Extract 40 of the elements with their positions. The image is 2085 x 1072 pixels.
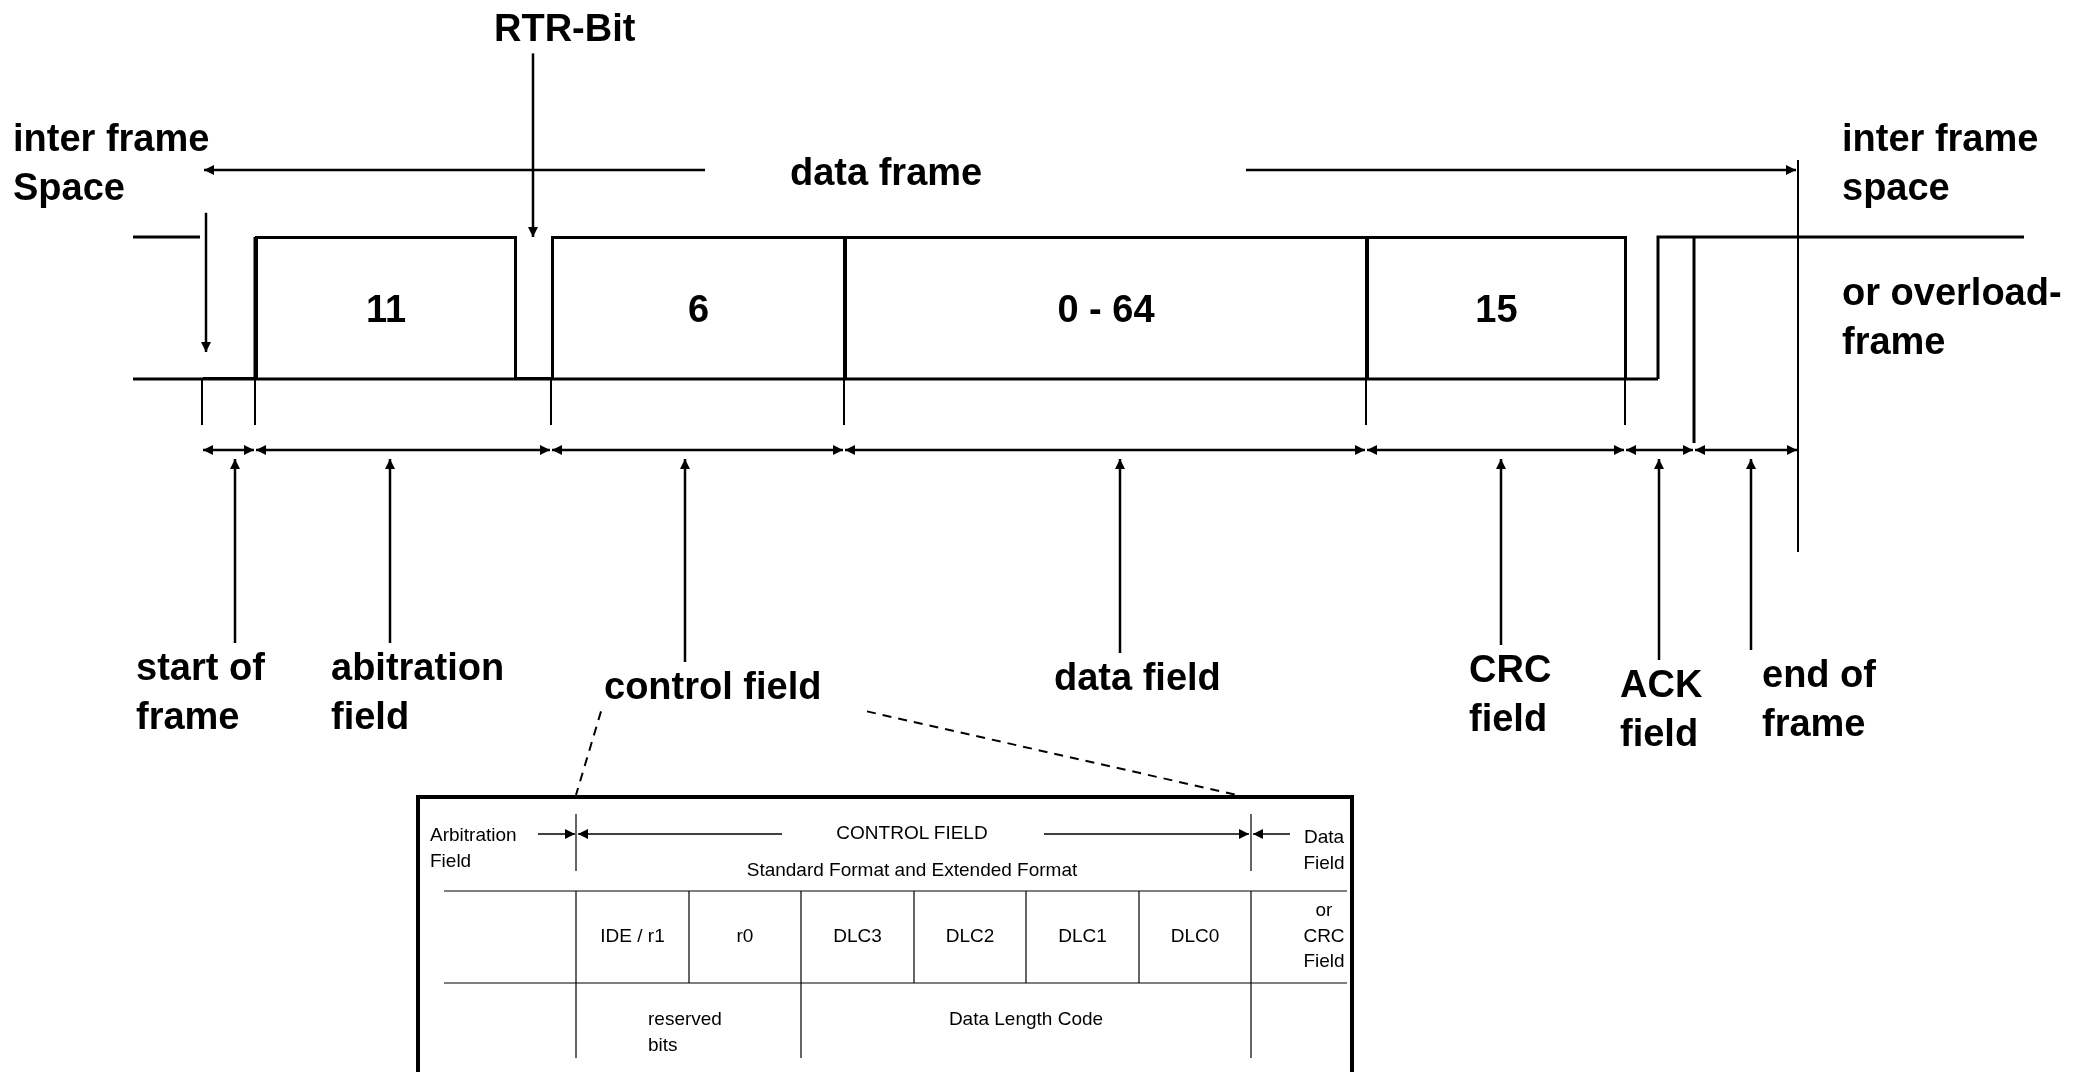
field-label: control field — [604, 662, 822, 712]
arrow — [680, 459, 690, 662]
bit-label: RTR-Bit — [494, 4, 636, 54]
table-text: Data Field — [1302, 825, 1346, 875]
field-label: abitration field — [331, 643, 541, 742]
frame-label: or overload-frame — [1842, 270, 2063, 365]
leader-line — [866, 710, 1238, 796]
table-cell-text: IDE / r1 — [599, 924, 666, 948]
table-cell-text: DLC0 — [1169, 924, 1221, 948]
table-cell-text: DLC1 — [1057, 924, 1108, 948]
bit-field-box: 11 — [255, 236, 517, 380]
arrow — [201, 212, 211, 352]
table-text: Standard Format and Extended Format — [745, 858, 1079, 882]
table-cell-text: DLC2 — [944, 924, 996, 948]
bit-field-box: 15 — [1366, 236, 1627, 380]
bit-field-box: 6 — [551, 236, 846, 380]
field-label: data field — [1054, 653, 1221, 703]
arrow — [528, 53, 538, 237]
arrow — [1115, 459, 1125, 653]
field-label: ACK field — [1620, 660, 1730, 759]
arrow — [1654, 459, 1664, 660]
frame-label: data frame — [790, 150, 983, 195]
table-text: reserved bits — [648, 1007, 723, 1057]
frame-label: inter frame space — [1842, 116, 2040, 211]
table-text: CONTROL FIELD — [835, 821, 989, 845]
table-text: Data Length Code — [947, 1007, 1105, 1031]
bit-field-box: 0 - 64 — [844, 236, 1368, 380]
field-label: CRC field — [1469, 645, 1579, 744]
arrow — [1496, 459, 1506, 645]
field-label: inter frame Space — [13, 114, 253, 213]
arrow — [230, 459, 240, 643]
arrow — [385, 459, 395, 643]
field-label: start of frame — [136, 643, 316, 742]
field-label: end of frame — [1762, 650, 1962, 749]
table-text: Arbitration Field — [430, 823, 518, 873]
table-cell-text: DLC3 — [832, 924, 883, 948]
arrow — [1746, 459, 1756, 650]
leader-line — [575, 710, 602, 796]
table-cell-text: r0 — [735, 924, 755, 948]
table-text: or CRC Field — [1302, 898, 1346, 974]
